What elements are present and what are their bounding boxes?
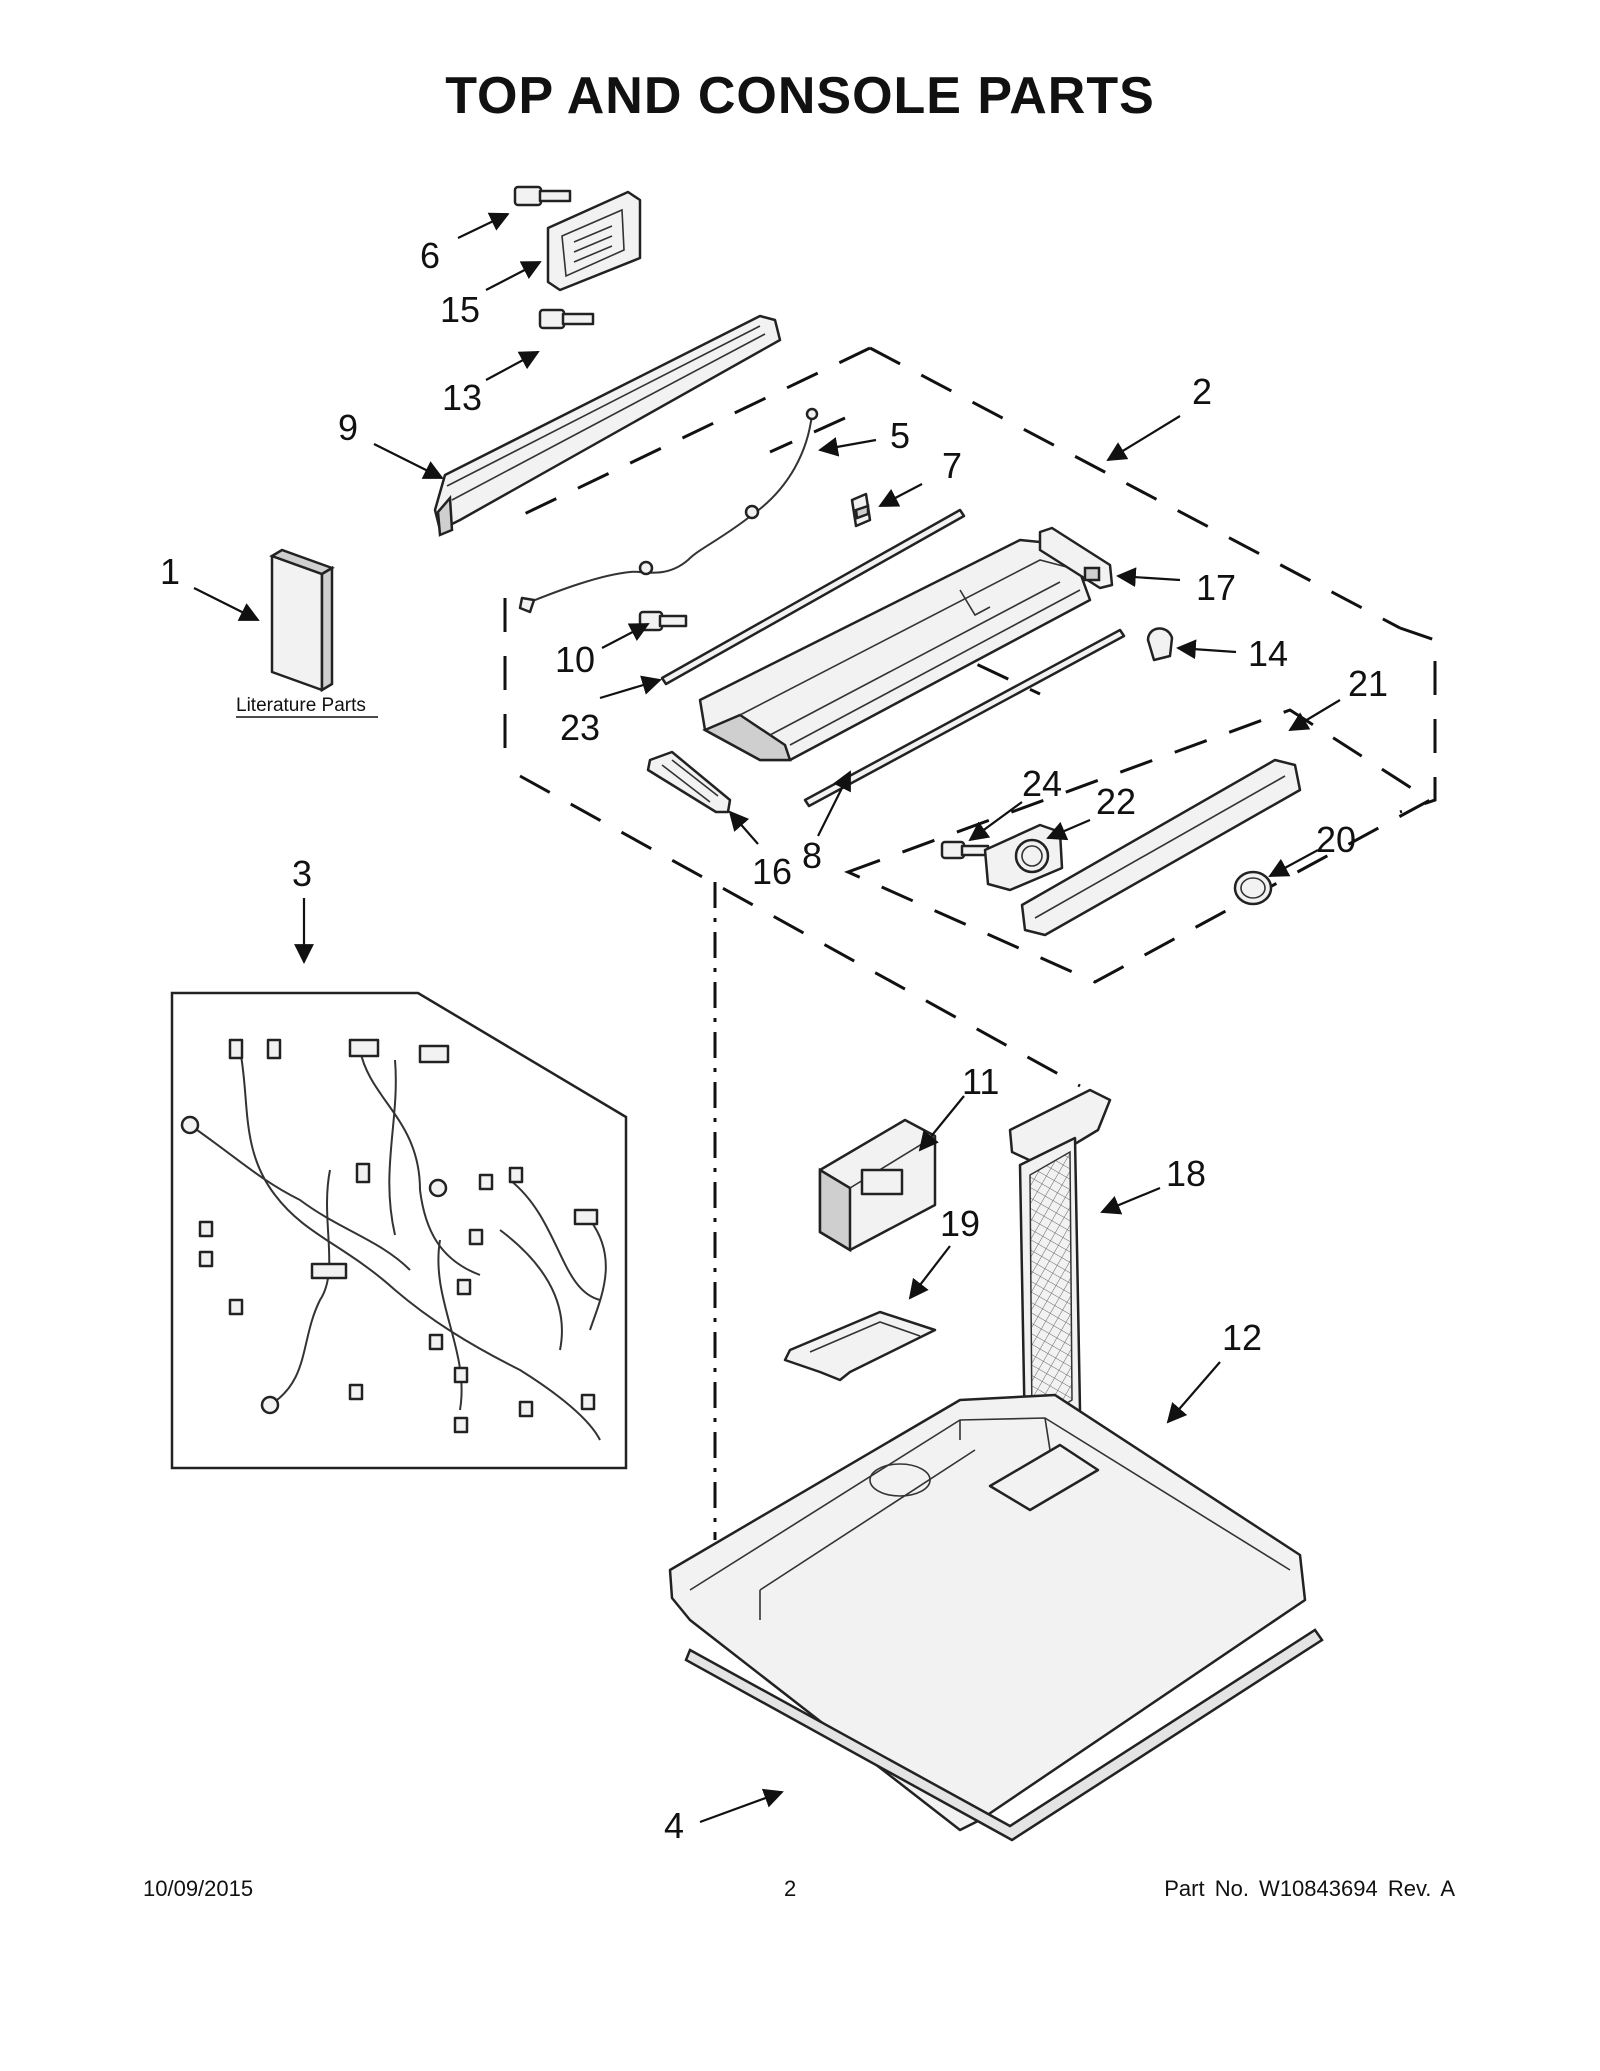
- knob-part-20: [1233, 870, 1273, 906]
- callout-4: 4: [664, 1805, 684, 1846]
- callout-19: 19: [940, 1203, 980, 1244]
- callout-2: 2: [1192, 371, 1212, 412]
- screw-part-13: [538, 308, 595, 330]
- callout-23: 23: [560, 707, 600, 748]
- screw-part-10: [638, 610, 688, 632]
- callout-7: 7: [942, 445, 962, 486]
- callout-20: 20: [1316, 819, 1356, 860]
- callout-11: 11: [962, 1061, 999, 1102]
- callout-15: 15: [440, 289, 480, 330]
- callout-9: 9: [338, 407, 358, 448]
- console-backguard-part-9: [433, 314, 782, 537]
- control-panel-part-21: [1020, 758, 1302, 937]
- console-body: [698, 538, 1092, 762]
- literature-parts-label: Literature Parts: [236, 695, 366, 716]
- console-assembly-outline: [503, 346, 1437, 1088]
- clip-part-14: [1146, 627, 1174, 662]
- literature-part-1: [269, 548, 335, 693]
- hinge-part-16: [646, 750, 732, 814]
- callout-10: 10: [555, 639, 595, 680]
- callout-16: 16: [752, 851, 792, 892]
- footer-page-number: 2: [784, 1876, 797, 1901]
- wire-part-5: [518, 407, 819, 614]
- screw-part-6: [513, 185, 572, 207]
- callout-24: 24: [1022, 763, 1062, 804]
- leader-lines: [193, 212, 1341, 1824]
- knob-housing-part-22: [983, 823, 1064, 892]
- lint-shield-part-19: [783, 1310, 937, 1382]
- bracket-part-15: [546, 190, 642, 292]
- screw-part-24: [940, 840, 990, 860]
- lint-screen-part-18: [1008, 1088, 1112, 1442]
- callout-labels: 6 15 13 9 5 7 2 1 17 14 10 21 23 24 22 2…: [160, 235, 1388, 1846]
- callout-3: 3: [292, 853, 312, 894]
- callout-14: 14: [1248, 633, 1288, 674]
- callout-22: 22: [1096, 781, 1136, 822]
- footer-date: 10/09/2015: [143, 1876, 254, 1901]
- callout-21: 21: [1348, 663, 1388, 704]
- callout-18: 18: [1166, 1153, 1206, 1194]
- page-title: TOP AND CONSOLE PARTS: [445, 67, 1155, 125]
- rod-part-8: [803, 628, 1126, 808]
- callout-1: 1: [160, 551, 180, 592]
- clip-part-7: [850, 492, 872, 528]
- callout-6: 6: [420, 235, 440, 276]
- control-panel-outline: [844, 708, 1433, 984]
- callout-17: 17: [1196, 567, 1236, 608]
- bracket-part-17: [1038, 526, 1114, 590]
- callout-5: 5: [890, 415, 910, 456]
- gasket-part-4: [684, 1628, 1324, 1842]
- rod-part-23: [660, 508, 966, 686]
- wire-harness-part-3: [170, 991, 628, 1470]
- control-board-part-11: [818, 1118, 937, 1253]
- top-panel-part-12: [668, 1393, 1307, 1832]
- callout-13: 13: [442, 377, 482, 418]
- footer-part-number: Part No. W10843694 Rev. A: [1164, 1876, 1455, 1901]
- callout-8: 8: [802, 835, 822, 876]
- callout-12: 12: [1222, 1317, 1262, 1358]
